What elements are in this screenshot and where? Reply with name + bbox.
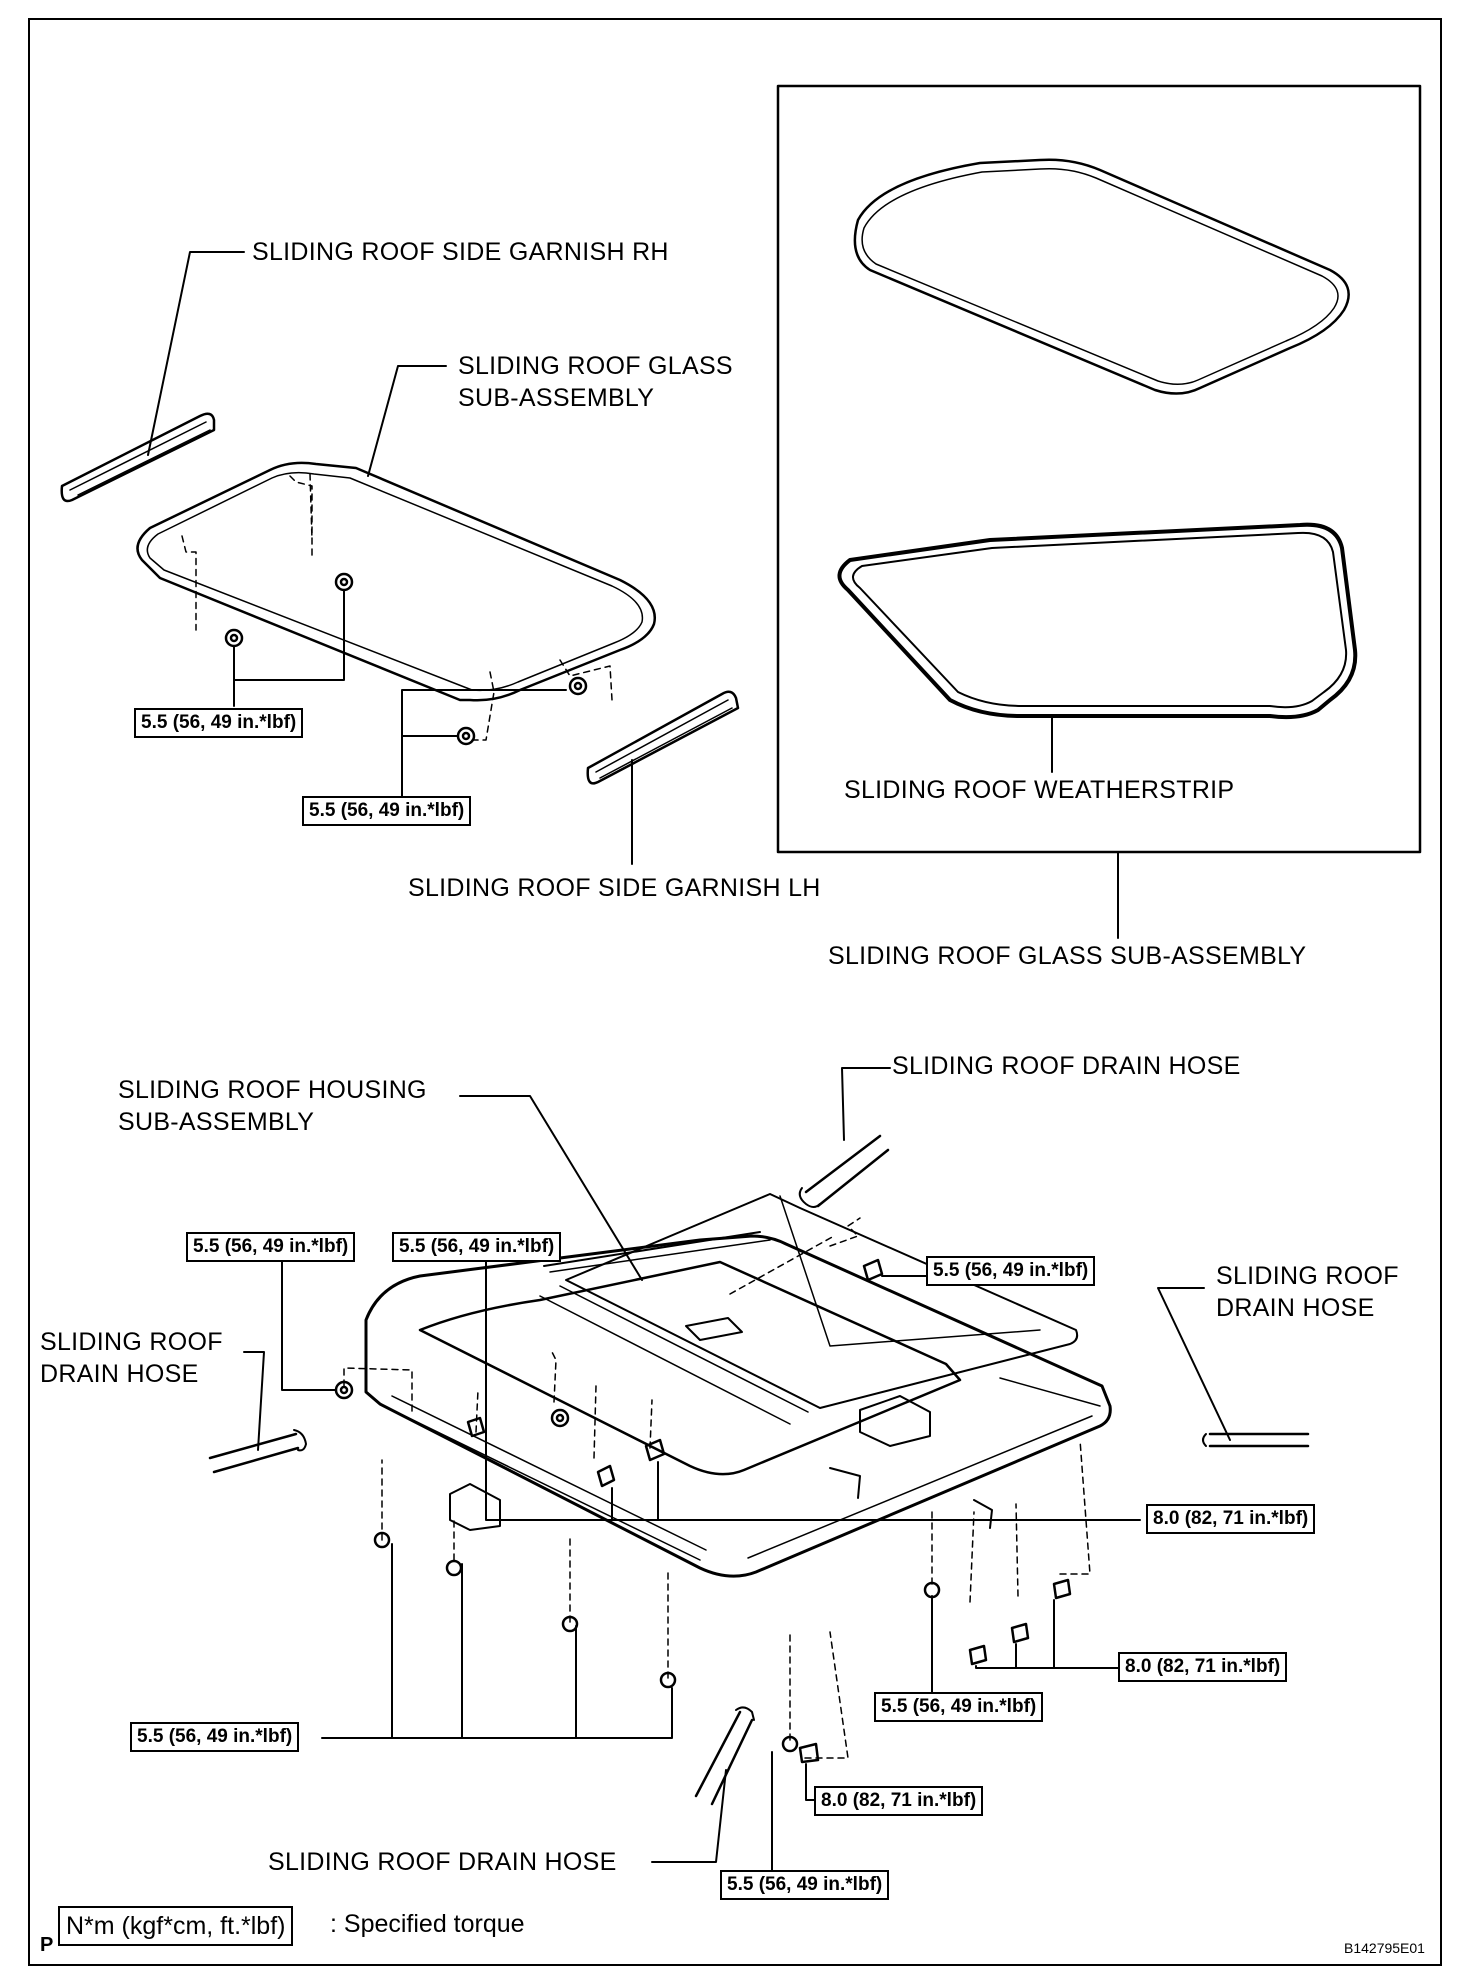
label-housing-line2: SUB-ASSEMBLY [118, 1108, 315, 1136]
drain-hose-right [1157, 1287, 1310, 1448]
housing-fasteners [334, 1258, 1072, 1764]
label-glass-sub-assembly: SLIDING ROOF GLASS SUB-ASSEMBLY [828, 942, 1307, 970]
torque-callout: 5.5 (56, 49 in.*lbf) [302, 796, 472, 826]
torque-callout: 5.5 (56, 49 in.*lbf) [186, 1232, 356, 1262]
leader-torque-glass-b [401, 689, 567, 809]
torque-legend-text: : Specified torque [330, 1910, 525, 1938]
diagram-frame [28, 18, 1442, 1966]
inset-glass-panel [853, 158, 1350, 395]
label-drain-hose-top: SLIDING ROOF DRAIN HOSE [892, 1052, 1241, 1080]
drain-hose-bottom [651, 1706, 755, 1863]
housing-frame-part [364, 1193, 1112, 1578]
torque-legend-unit: N*m (kgf*cm, ft.*lbf) [58, 1906, 294, 1946]
torque-callout: 5.5 (56, 49 in.*lbf) [720, 1870, 890, 1900]
label-glass-sub-assembly-line2: SUB-ASSEMBLY [458, 384, 655, 412]
label-drain-hose-right-line2: DRAIN HOSE [1216, 1294, 1375, 1322]
torque-callout: 8.0 (82, 71 in.*lbf) [814, 1786, 984, 1816]
torque-callout: 8.0 (82, 71 in.*lbf) [1118, 1652, 1288, 1682]
inset-weatherstrip [837, 522, 1358, 720]
leader-glass-panel [367, 365, 447, 477]
torque-callout: 5.5 (56, 49 in.*lbf) [874, 1692, 1044, 1722]
figure-id: B142795E01 [1344, 1940, 1425, 1956]
torque-callout: 5.5 (56, 49 in.*lbf) [926, 1256, 1096, 1286]
label-drain-hose-right-line1: SLIDING ROOF [1216, 1262, 1399, 1290]
label-housing-line1: SLIDING ROOF HOUSING [118, 1076, 427, 1104]
label-drain-hose-left-line2: DRAIN HOSE [40, 1360, 199, 1388]
label-drain-hose-bottom: SLIDING ROOF DRAIN HOSE [268, 1848, 617, 1876]
label-drain-hose-left-line1: SLIDING ROOF [40, 1328, 223, 1356]
housing-torque-leaders [281, 1261, 1141, 1871]
label-weatherstrip: SLIDING ROOF WEATHERSTRIP [844, 776, 1235, 804]
page-letter: P [40, 1934, 54, 1956]
leader-housing [459, 1095, 643, 1281]
housing-fastener-dashes [343, 1217, 1091, 1759]
label-side-garnish-lh: SLIDING ROOF SIDE GARNISH LH [408, 874, 821, 902]
torque-callout: 8.0 (82, 71 in.*lbf) [1146, 1504, 1316, 1534]
torque-callout: 5.5 (56, 49 in.*lbf) [392, 1232, 562, 1262]
drain-hose-left [208, 1351, 307, 1474]
drain-hose-top [798, 1067, 891, 1208]
side-garnish-rh-part [60, 412, 216, 503]
leader-torque-glass-a [233, 589, 345, 707]
torque-callout: 5.5 (56, 49 in.*lbf) [134, 708, 304, 738]
leader-garnish-rh [147, 251, 245, 456]
side-garnish-lh-part [586, 690, 740, 785]
inset-box [776, 84, 1422, 854]
torque-callout: 5.5 (56, 49 in.*lbf) [130, 1722, 300, 1752]
label-glass-sub-assembly-line1: SLIDING ROOF GLASS [458, 352, 733, 380]
glass-panel-part [136, 461, 657, 741]
label-side-garnish-rh: SLIDING ROOF SIDE GARNISH RH [252, 238, 669, 266]
